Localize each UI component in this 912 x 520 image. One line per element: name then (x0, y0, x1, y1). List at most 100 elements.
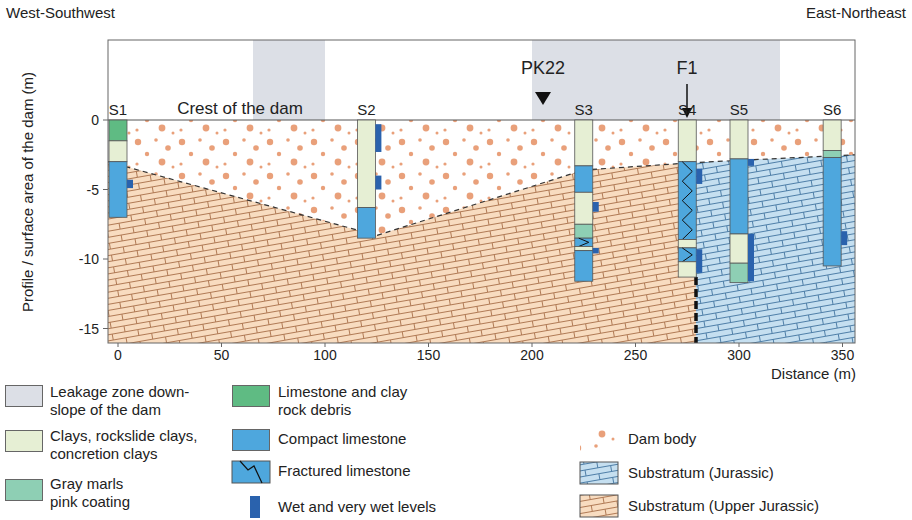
wet-level (375, 124, 381, 152)
legend-swatch (232, 461, 270, 483)
wet-level (748, 159, 754, 166)
borehole-layer (575, 224, 593, 238)
tick-label: 0 (91, 112, 99, 129)
axis-tick (532, 343, 533, 347)
fracture-line (682, 162, 692, 240)
legend-swatch (580, 495, 618, 517)
legend-text: Gray marls pink coating (50, 475, 150, 511)
legend-text: Fractured limestone (278, 462, 438, 480)
borehole-layer (109, 162, 127, 218)
axis-tick (325, 343, 326, 347)
wet-level (593, 202, 599, 212)
tick-label: -10 (79, 251, 99, 268)
borehole-layer (575, 192, 593, 224)
axis-tick (842, 343, 843, 347)
legend-swatch (580, 429, 618, 451)
leakage-zone (532, 40, 780, 120)
borehole-label: S2 (357, 101, 375, 119)
crest-label: Crest of the dam (177, 99, 303, 119)
borehole-layer (575, 166, 593, 192)
axis-tick (103, 189, 108, 190)
fracture-line (682, 248, 692, 262)
axis-tick (118, 343, 119, 347)
borehole-layer (109, 120, 127, 141)
borehole-layer (575, 246, 593, 250)
borehole-layer (678, 120, 696, 162)
borehole-label: S3 (575, 101, 593, 119)
borehole-layer (730, 263, 748, 282)
wet-level (127, 180, 133, 188)
legend-text: Wet and very wet levels (278, 498, 458, 516)
tick-label: -5 (87, 181, 99, 198)
wet-level (593, 248, 599, 254)
tick-label: 300 (727, 347, 750, 364)
station-label: PK22 (521, 58, 565, 80)
fault-line (694, 277, 698, 343)
tick-label: 350 (831, 347, 854, 364)
axis-tick (221, 343, 222, 347)
axis-tick (103, 120, 108, 121)
axis-tick (739, 343, 740, 347)
fracture-line (240, 461, 262, 483)
legend-text: Leakage zone down-slope of the dam (50, 383, 225, 419)
borehole-layer (730, 234, 748, 263)
axis-tick (635, 343, 636, 347)
legend-text: Substratum (Upper Jurassic) (628, 497, 848, 515)
legend-text: Dam body (628, 430, 828, 448)
borehole-layer (575, 120, 593, 166)
borehole-layer (823, 120, 841, 151)
axis-title: Profile / surface area of the dam (m) (19, 72, 37, 312)
borehole-layer (575, 238, 593, 246)
wet-level (696, 249, 702, 273)
legend-swatch (250, 496, 260, 518)
borehole-layer (678, 162, 696, 240)
fault-label: F1 (676, 58, 697, 80)
wet-level (696, 169, 702, 184)
borehole-label: S4 (678, 101, 696, 119)
borehole-layer (575, 251, 593, 282)
legend-swatch (232, 385, 270, 407)
tick-label: 100 (313, 347, 336, 364)
legend-swatch (580, 462, 618, 484)
frame (108, 40, 855, 343)
axis-tick (428, 343, 429, 347)
axis-tick (103, 259, 108, 260)
fracture-line (579, 238, 589, 246)
axis-title: Distance (m) (771, 365, 856, 383)
wet-level (748, 234, 754, 281)
legend-text: Compact limestone (278, 430, 438, 448)
direction-label: West-Southwest (6, 4, 115, 22)
pk-marker (535, 92, 551, 105)
legend-text: Substratum (Jurassic) (628, 464, 828, 482)
legend-swatch (5, 479, 43, 501)
axis-tick (103, 328, 108, 329)
legend-text: Clays, rockslide clays, concretion clays (50, 427, 225, 463)
wet-level (841, 231, 847, 245)
borehole-layer (730, 120, 748, 159)
legend-swatch (5, 385, 43, 407)
borehole-layer (357, 120, 375, 208)
borehole-layer (678, 262, 696, 277)
tick-label: 50 (214, 347, 230, 364)
borehole-layer (730, 159, 748, 234)
borehole-layer (678, 240, 696, 248)
tick-label: 0 (114, 347, 122, 364)
borehole-layer (109, 141, 127, 162)
borehole-label: S1 (109, 101, 127, 119)
dam-base-line (108, 155, 855, 236)
borehole-label: S5 (730, 101, 748, 119)
borehole-layer (357, 208, 375, 239)
upper-jurassic-substratum (108, 162, 696, 343)
borehole-label: S6 (823, 101, 841, 119)
legend-swatch (232, 429, 270, 451)
tick-label: 200 (520, 347, 543, 364)
borehole-layer (823, 151, 841, 158)
tick-label: 250 (624, 347, 647, 364)
tick-label: -15 (79, 320, 99, 337)
jurassic-substratum (696, 155, 855, 343)
borehole-layer (823, 158, 841, 266)
legend-swatch (5, 430, 43, 452)
borehole-layer (678, 248, 696, 262)
legend-text: Limestone and clay rock debris (278, 383, 438, 419)
